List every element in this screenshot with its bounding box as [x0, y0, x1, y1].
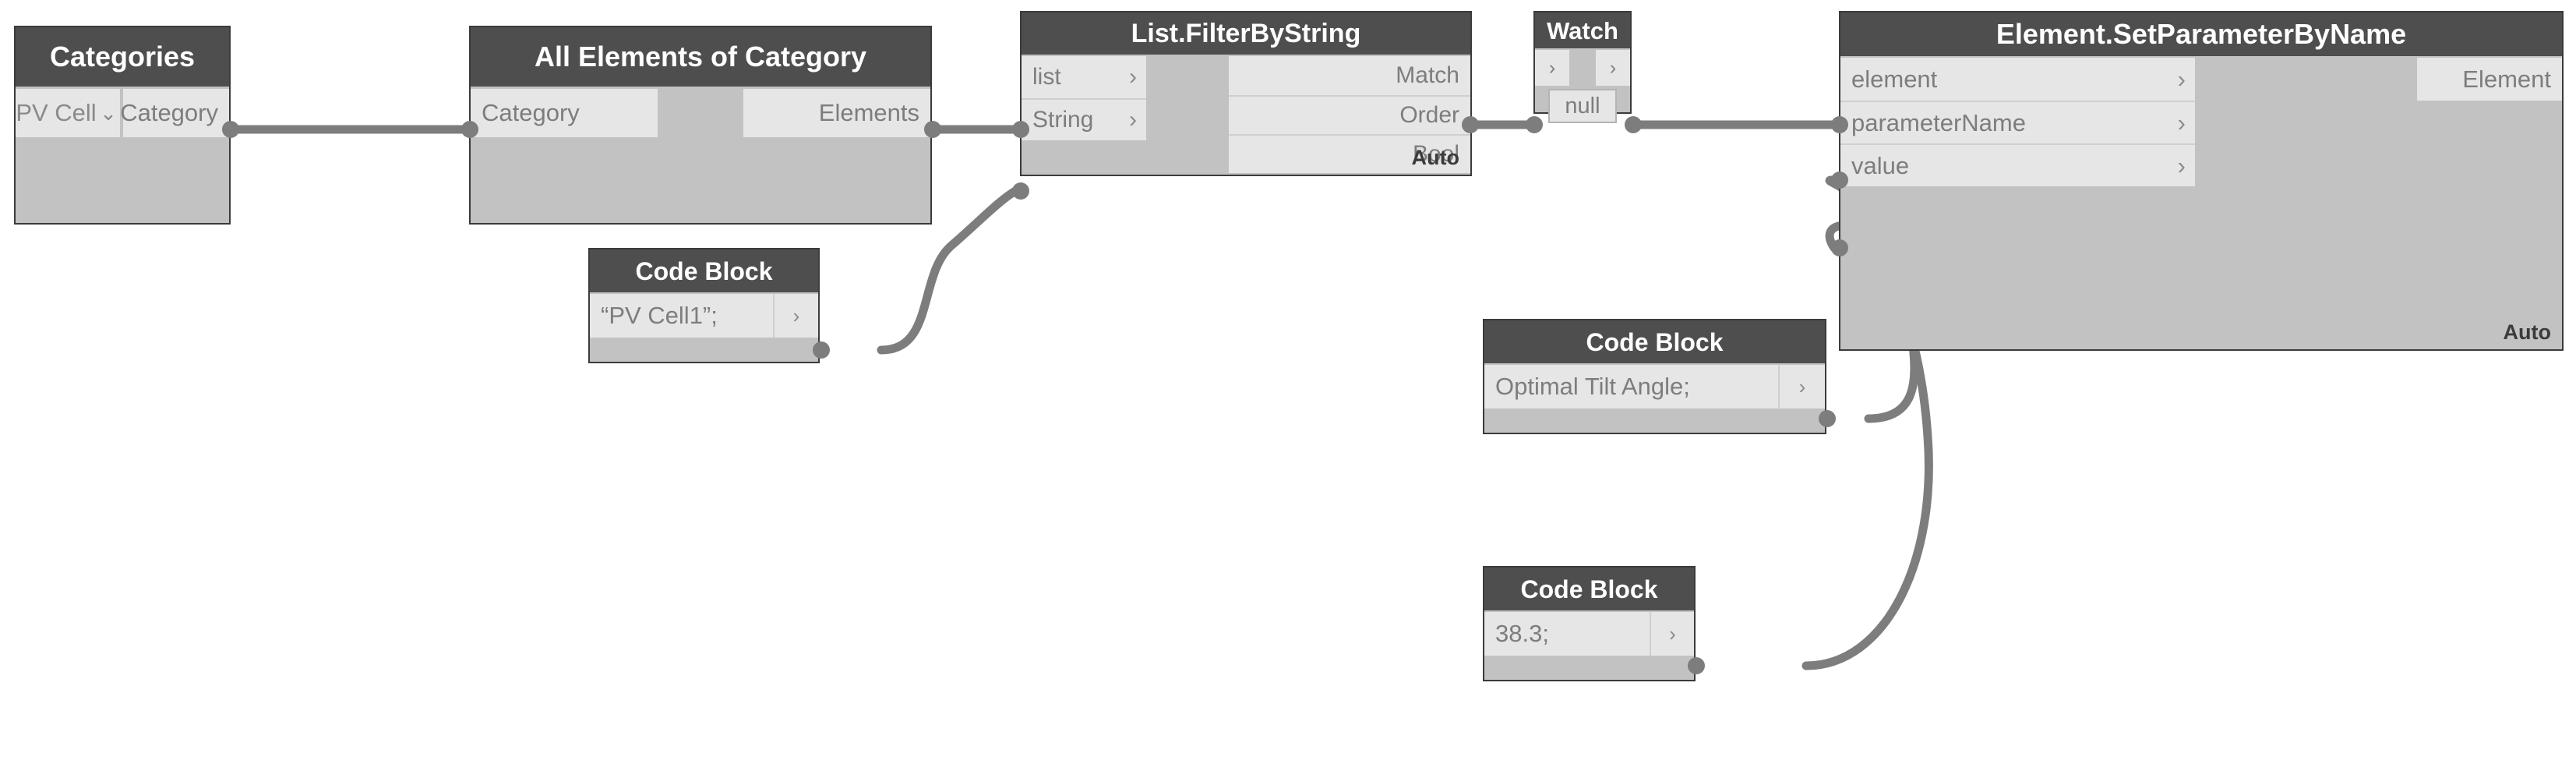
port-dot-categories-out[interactable] [222, 121, 239, 138]
node-title: Code Block [1484, 320, 1825, 363]
code-block-parameter-editor[interactable]: Optimal Tilt Angle; [1484, 365, 1778, 409]
categories-dropdown-value: PV Cell [16, 99, 97, 126]
chevron-down-icon[interactable]: ⌄ [100, 101, 117, 125]
node-title: Watch [1535, 12, 1630, 48]
code-block-parameter-output-port[interactable]: › [1778, 365, 1825, 409]
node-body: PV Cell ⌄ Category [16, 87, 229, 223]
listfilter-output-match[interactable]: Match [1229, 56, 1470, 95]
node-body: list › String › Match Order Bool [1022, 55, 1470, 175]
code-text: “PV Cell1”; [601, 302, 718, 329]
node-all-elements-of-category[interactable]: All Elements of Category Category Elemen… [469, 26, 932, 225]
node-list-filter-by-string[interactable]: List.FilterByString list › String › Matc… [1020, 11, 1472, 176]
code-text: 38.3; [1495, 620, 1549, 647]
chevron-right-icon: › [792, 303, 800, 327]
allelements-input-category[interactable]: Category [471, 89, 658, 137]
port-dot-listfilter-out-match[interactable] [1462, 116, 1479, 133]
listfilter-output-bool[interactable]: Bool [1229, 134, 1470, 173]
chevron-right-icon: › [2177, 65, 2186, 93]
watch-value-text: null [1565, 93, 1600, 118]
listfilter-run-mode[interactable]: Auto [1411, 146, 1459, 169]
listfilter-input-string[interactable]: String › [1022, 98, 1146, 140]
node-title: All Elements of Category [471, 27, 930, 87]
port-label: parameterName [1851, 108, 2026, 136]
port-label: Order [1399, 102, 1459, 128]
port-label: element [1851, 65, 1938, 93]
listfilter-input-list[interactable]: list › [1022, 56, 1146, 98]
port-label: Elements [818, 99, 919, 126]
node-body: element › parameterName › value › Elemen… [1840, 56, 2562, 349]
chevron-right-icon: › [2177, 108, 2186, 136]
node-body: Optimal Tilt Angle; › [1484, 363, 1825, 433]
node-title: Code Block [590, 249, 818, 292]
port-label: Element [2462, 65, 2551, 93]
listfilter-output-order[interactable]: Order [1229, 95, 1470, 134]
node-title: List.FilterByString [1022, 12, 1470, 55]
port-dot-setparameter-in-value[interactable] [1831, 239, 1848, 256]
categories-output-category[interactable]: Category [120, 89, 229, 137]
allelements-output-elements[interactable]: Elements [743, 89, 930, 137]
node-body: › › null [1535, 48, 1630, 123]
port-label: Category [482, 99, 580, 126]
watch-output-port[interactable]: › [1596, 50, 1630, 86]
node-title: Code Block [1484, 568, 1694, 610]
port-dot-codeblock-parameter-out[interactable] [1819, 410, 1836, 427]
port-dot-watch-in[interactable] [1526, 116, 1543, 133]
watch-input-port[interactable]: › [1535, 50, 1569, 86]
port-dot-setparameter-in-parametername[interactable] [1831, 172, 1848, 189]
setparameter-input-element[interactable]: element › [1840, 58, 2195, 101]
port-dot-allelements-in[interactable] [461, 121, 478, 138]
watch-value-display: null [1548, 89, 1617, 123]
code-block-value-editor[interactable]: 38.3; [1484, 612, 1650, 656]
setparameter-input-parametername[interactable]: parameterName › [1840, 101, 2195, 143]
port-label: list [1032, 64, 1061, 90]
chevron-right-icon: › [1609, 56, 1617, 79]
node-categories[interactable]: Categories PV Cell ⌄ Category [14, 26, 231, 225]
code-block-string-editor[interactable]: “PV Cell1”; [590, 294, 773, 338]
port-label: Match [1396, 62, 1459, 88]
node-title: Categories [16, 27, 229, 87]
port-label: Bool [1412, 141, 1459, 167]
chevron-right-icon: › [1798, 374, 1806, 398]
node-body: 38.3; › [1484, 610, 1694, 680]
code-text: Optimal Tilt Angle; [1495, 373, 1690, 400]
setparameter-output-element[interactable]: Element [2417, 58, 2562, 101]
code-block-value-output-port[interactable]: › [1650, 612, 1694, 656]
node-title: Element.SetParameterByName [1840, 12, 2562, 56]
chevron-right-icon: › [1129, 64, 1137, 90]
node-code-block-parameter[interactable]: Code Block Optimal Tilt Angle; › [1483, 319, 1826, 434]
port-dot-codeblock-string-out[interactable] [813, 341, 830, 359]
node-body: “PV Cell1”; › [590, 292, 818, 362]
port-dot-codeblock-value-out[interactable] [1688, 657, 1705, 674]
port-label: Category [120, 99, 218, 126]
port-label: value [1851, 151, 1910, 179]
port-dot-listfilter-in-list[interactable] [1012, 121, 1029, 138]
chevron-right-icon: › [1669, 621, 1676, 646]
categories-dropdown[interactable]: PV Cell ⌄ [16, 89, 120, 137]
port-dot-watch-out[interactable] [1625, 116, 1642, 133]
setparameter-run-mode[interactable]: Auto [2503, 320, 2551, 344]
setparameter-input-value[interactable]: value › [1840, 143, 2195, 186]
code-block-string-output-port[interactable]: › [773, 294, 818, 338]
chevron-right-icon: › [2177, 151, 2186, 179]
node-code-block-string[interactable]: Code Block “PV Cell1”; › [588, 248, 820, 363]
node-watch[interactable]: Watch › › null [1533, 11, 1632, 123]
port-label: String [1032, 107, 1094, 133]
chevron-right-icon: › [1548, 56, 1556, 79]
port-dot-allelements-out[interactable] [924, 121, 941, 138]
node-element-set-parameter-by-name[interactable]: Element.SetParameterByName element › par… [1839, 11, 2564, 351]
port-dot-listfilter-in-string[interactable] [1012, 182, 1029, 200]
node-code-block-value[interactable]: Code Block 38.3; › [1483, 566, 1696, 681]
port-dot-setparameter-in-element[interactable] [1831, 116, 1848, 133]
node-body: Category Elements [471, 87, 930, 223]
chevron-right-icon: › [1129, 107, 1137, 133]
